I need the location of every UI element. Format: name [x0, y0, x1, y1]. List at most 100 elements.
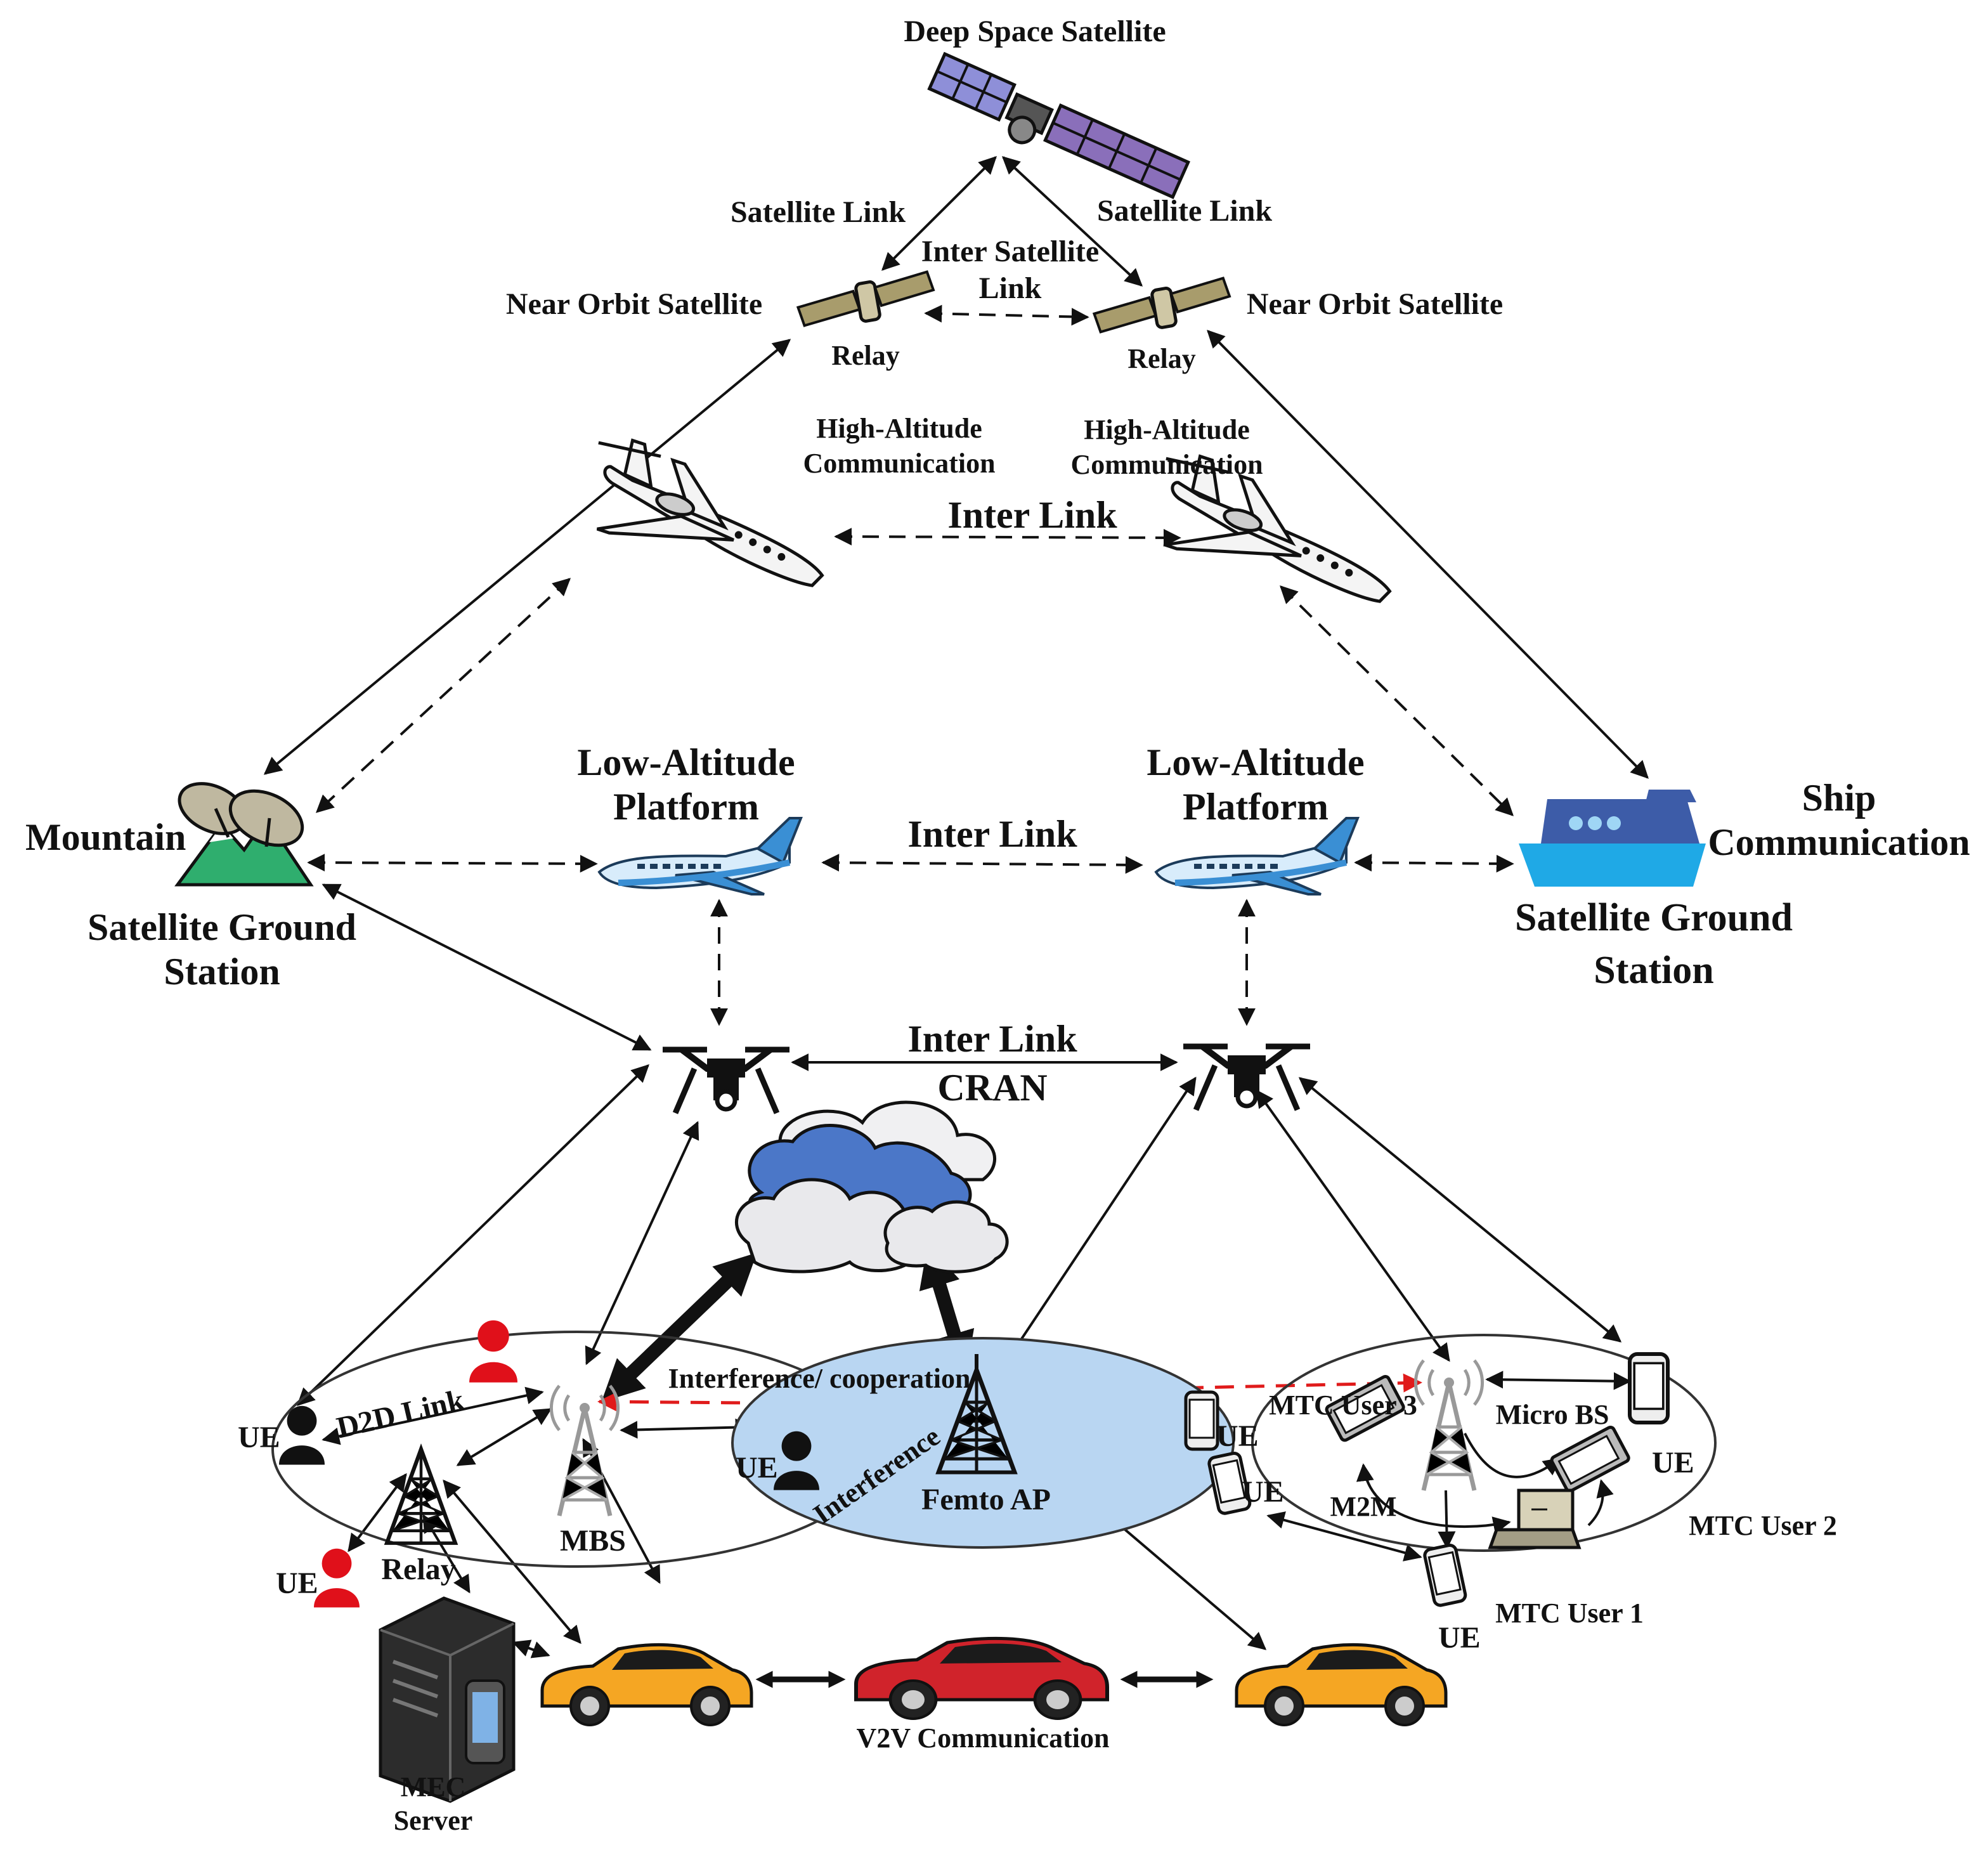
- laptop-icon: [1488, 1488, 1582, 1549]
- satellite-link-left: [881, 156, 997, 271]
- drone-to-micro-bs-link: [1256, 1089, 1450, 1362]
- laptop-to-mtc-user2-link: [1587, 1479, 1614, 1527]
- mountain-label: Mountain: [25, 816, 186, 858]
- satellite-ground-station-left-label-line2: Station: [164, 951, 280, 993]
- small-satellite-icon: [1092, 277, 1231, 334]
- inter-link-low-label: Inter Link: [907, 813, 1077, 855]
- drone-icon: [1183, 1046, 1310, 1110]
- car-icon: [542, 1645, 751, 1725]
- ue-femto-label-2: UE: [1242, 1475, 1284, 1509]
- relay-to-mbs-link: [456, 1408, 552, 1466]
- ship-label: Ship: [1802, 777, 1876, 819]
- tower-icon: [551, 1386, 618, 1516]
- satellite-ground-station-left-label: Satellite Ground: [88, 906, 356, 948]
- tablet-icon: [1550, 1425, 1630, 1493]
- tablet-icon: [1325, 1374, 1405, 1442]
- person-icon: [314, 1548, 360, 1608]
- drone-to-femto-link: [991, 1076, 1197, 1384]
- low-altitude-platform-right-label: Low-Altitude: [1147, 741, 1364, 783]
- person-icon: [469, 1320, 517, 1383]
- ue-right-label: UE: [1652, 1446, 1694, 1480]
- cran-label: CRAN: [937, 1067, 1047, 1109]
- small-satellite-icon: [796, 270, 935, 327]
- tower-icon: [387, 1449, 455, 1543]
- micro-cell: [1251, 1334, 1717, 1552]
- micro-bs-to-laptop-link: [1464, 1433, 1562, 1478]
- satellite-link-right: [1001, 156, 1143, 287]
- ue-to-mtc-user1-link: [1266, 1511, 1422, 1561]
- micro-bs-to-ue-link: [1485, 1371, 1632, 1390]
- mbs-to-ue-link: [620, 1418, 753, 1439]
- near-orbit-satellite-right-label: Near Orbit Satellite: [1247, 287, 1503, 321]
- ship-icon: [1519, 790, 1706, 887]
- ue-bottom-right-label: UE: [1438, 1621, 1481, 1655]
- ue-mid-label: UE: [736, 1451, 778, 1485]
- mec-server-label: Server: [394, 1805, 473, 1836]
- near-orbit-satellite-left-label: Near Orbit Satellite: [506, 287, 762, 321]
- inter-satellite-link-label-line2: Link: [979, 271, 1042, 305]
- v2v-communication-label: V2V Communication: [857, 1723, 1110, 1754]
- car-icon: [856, 1638, 1107, 1719]
- inter-link-high: [834, 528, 1181, 547]
- mbs-label: MBS: [560, 1524, 626, 1558]
- m2m-link: [1356, 1463, 1511, 1534]
- hac-right-label: High-Altitude: [1084, 414, 1250, 445]
- inter-link-low: [821, 854, 1143, 874]
- mtc-user-3-label: MTC User 3: [1269, 1390, 1417, 1421]
- inter-satellite-link: [924, 304, 1089, 326]
- server-icon: [379, 1596, 516, 1803]
- inter-link-high-label: Inter Link: [947, 494, 1117, 536]
- airplane-icon: [1156, 818, 1358, 894]
- deep-space-satellite-label: Deep Space Satellite: [904, 15, 1166, 48]
- phone-icon: [1424, 1544, 1467, 1606]
- dish-icon: [178, 782, 304, 847]
- satellite-link-left-label: Satellite Link: [731, 195, 906, 229]
- satellite-link-right-label: Satellite Link: [1097, 194, 1272, 228]
- hac-to-ground-dashed-link: [315, 578, 571, 813]
- micro-bs-to-mtc-user1-link: [1438, 1490, 1456, 1549]
- femto-ap-label: Femto AP: [921, 1483, 1051, 1516]
- phone-icon: [1630, 1354, 1668, 1423]
- car-icon: [1237, 1645, 1446, 1725]
- mtc-user-2-label: MTC User 2: [1689, 1510, 1837, 1541]
- satellite-icon: [927, 51, 1190, 199]
- lap-to-ship-link: [1354, 854, 1514, 873]
- relay-to-ue-link: [348, 1473, 407, 1553]
- drone-to-ue-link: [296, 1064, 650, 1406]
- low-altitude-platform-right-label-line2: Platform: [1183, 786, 1329, 828]
- satellite-ground-station-right-label-line2: Station: [1594, 949, 1713, 992]
- m2m-label: M2M: [1330, 1491, 1396, 1522]
- ground-to-drone-link: [322, 883, 652, 1051]
- inter-satellite-link-label: Inter Satellite: [921, 235, 1099, 268]
- relay-left-label: Relay: [831, 340, 900, 371]
- ue-bottom-left-label: UE: [276, 1567, 318, 1600]
- hac-right-label-line2: Communication: [1070, 449, 1263, 480]
- low-altitude-platform-left-label: Low-Altitude: [577, 741, 795, 783]
- hac-to-ship-dashed-link: [1280, 585, 1514, 816]
- ship-communication-label: Communication: [1708, 821, 1970, 863]
- d2d-link: [322, 1386, 544, 1445]
- mec-label: MEC: [401, 1771, 466, 1802]
- cloud-icon: [735, 1100, 1009, 1274]
- drone-to-ue-right-link: [1298, 1077, 1622, 1343]
- inter-link-drone-label: Inter Link: [907, 1018, 1077, 1060]
- airplane-icon: [599, 818, 801, 894]
- d2d-link-label: D2D Link: [334, 1383, 467, 1445]
- hac-left-label: High-Altitude: [816, 413, 982, 444]
- ue-left-label: UE: [238, 1421, 280, 1454]
- drone-icon: [663, 1050, 789, 1113]
- server-to-car-link: [512, 1639, 550, 1658]
- ground-to-lap-link: [307, 854, 598, 873]
- tower-icon: [1415, 1360, 1482, 1490]
- femto-cell: [731, 1337, 1235, 1549]
- relay-right-label: Relay: [1127, 343, 1196, 374]
- relay-ground-label: Relay: [381, 1553, 455, 1586]
- cloud-to-mbs-thick-link: [601, 1253, 757, 1402]
- low-altitude-platform-left-label-line2: Platform: [613, 786, 759, 828]
- relay-to-car-link: [443, 1479, 581, 1645]
- ue-femto-label: UE: [1216, 1419, 1259, 1453]
- hac-left-label-line2: Communication: [803, 448, 995, 479]
- near-orbit-to-ship-link: [1207, 330, 1649, 779]
- satellite-ground-station-right-label: Satellite Ground: [1515, 896, 1793, 939]
